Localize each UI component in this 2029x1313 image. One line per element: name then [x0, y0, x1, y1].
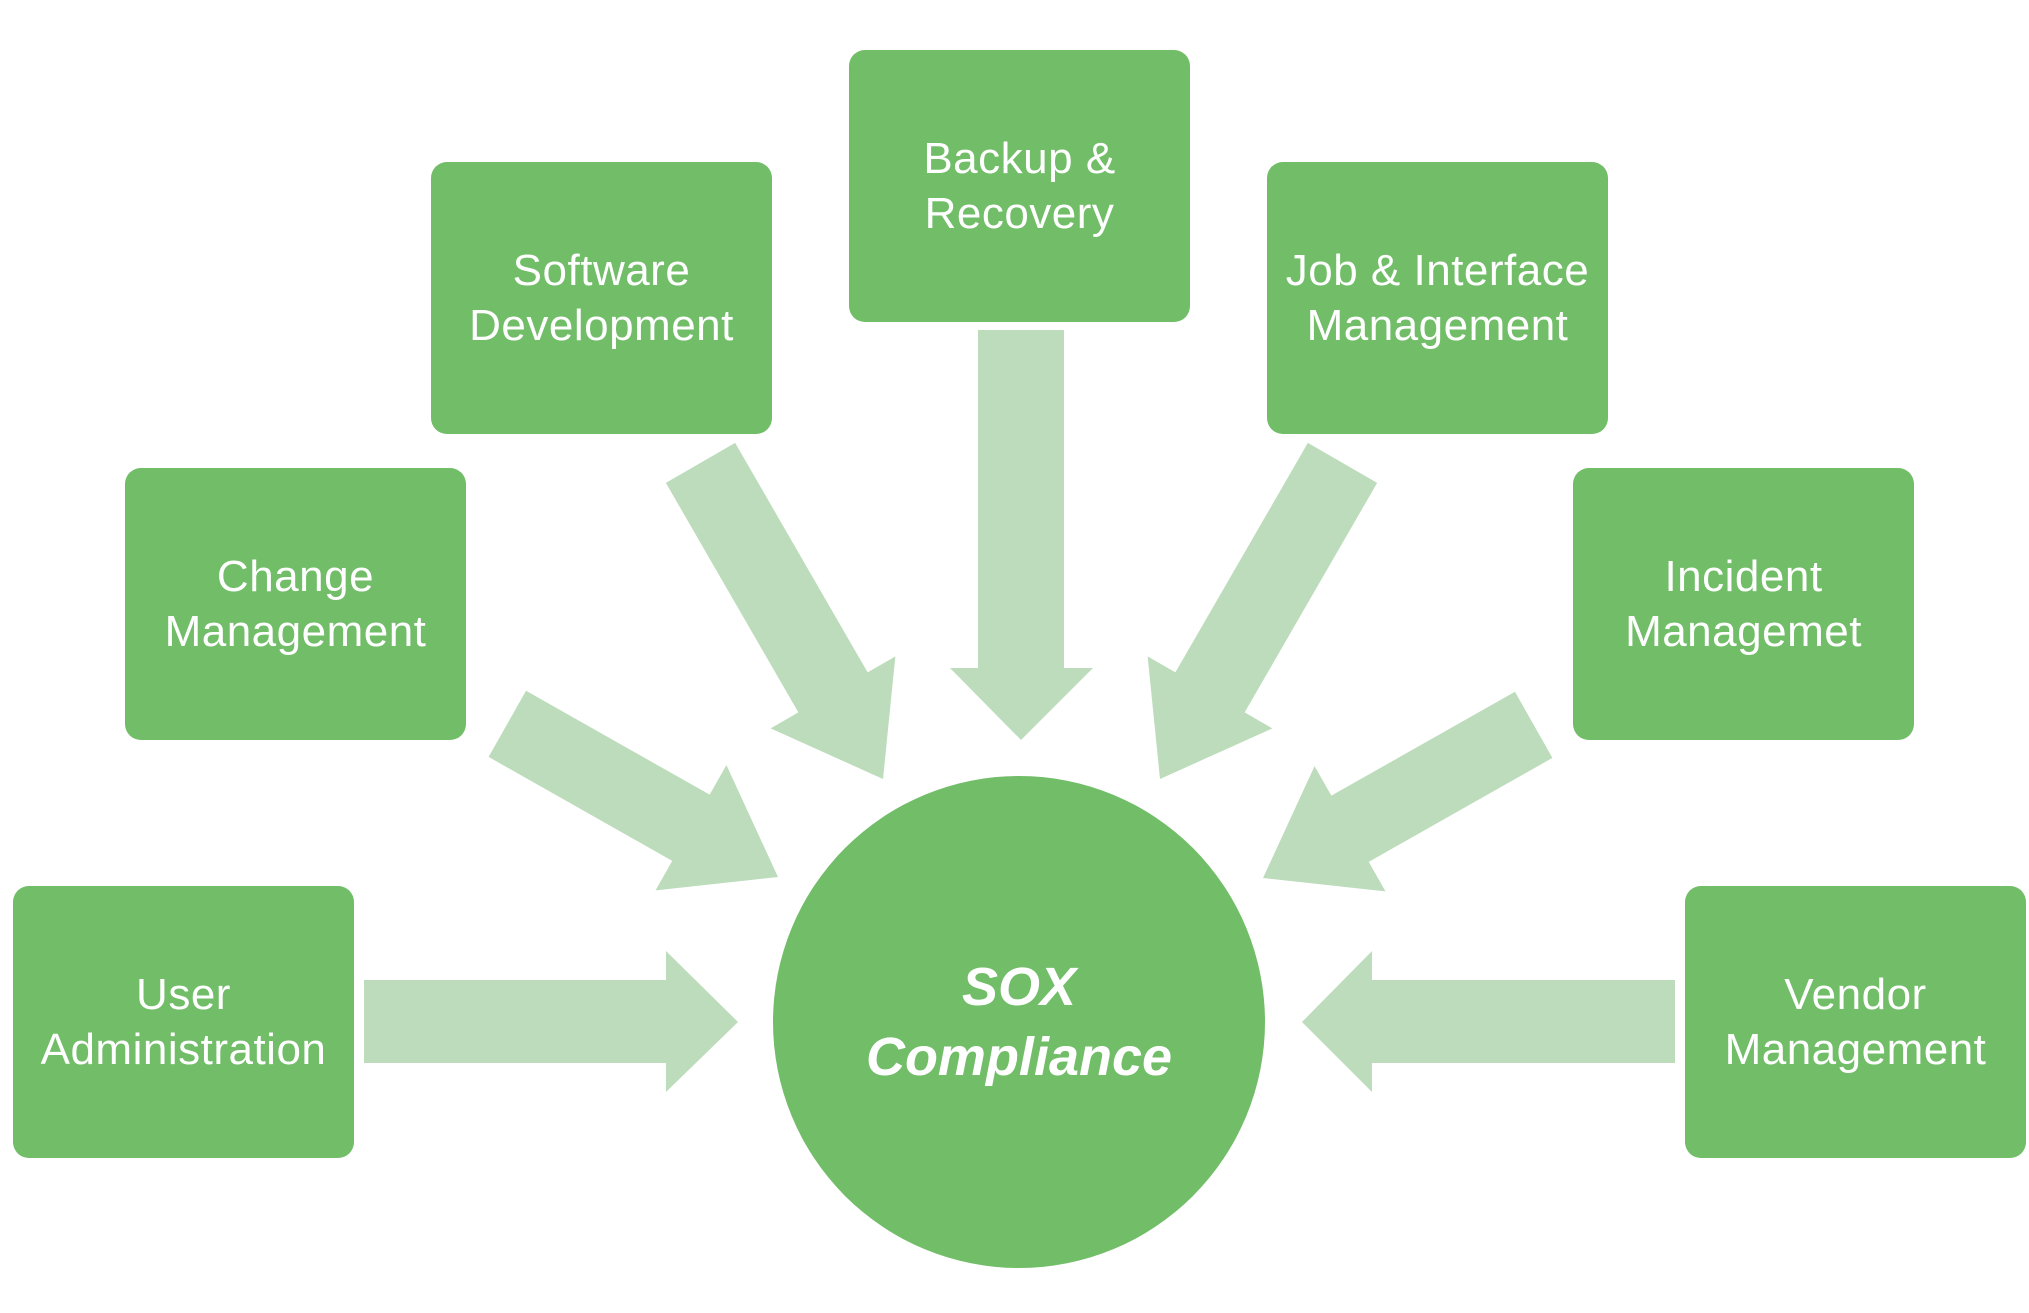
hub-label: SOX Compliance — [865, 957, 1173, 1087]
node-backup-recovery: Backup & Recovery — [849, 50, 1190, 322]
node-vendor-management: Vendor Management — [1685, 886, 2026, 1158]
node-label: Vendor Management — [1724, 970, 1987, 1074]
arrow-change-management — [488, 690, 778, 891]
arrow-user-administration — [364, 951, 738, 1092]
arrow-software-development — [665, 442, 896, 779]
node-job-interface-management: Job & Interface Management — [1267, 162, 1608, 434]
arrow-job-interface-management — [1147, 442, 1378, 779]
node-user-administration: User Administration — [13, 886, 354, 1158]
hub-sox-compliance: SOX Compliance — [773, 776, 1265, 1268]
node-change-management: Change Management — [125, 468, 466, 740]
node-incident-managemet: Incident Managemet — [1573, 468, 1914, 740]
arrow-incident-managemet — [1263, 691, 1553, 892]
arrow-vendor-management — [1302, 951, 1675, 1092]
arrow-backup-recovery — [950, 330, 1093, 740]
node-label: Incident Managemet — [1625, 552, 1862, 656]
node-label: Job & Interface Management — [1285, 246, 1590, 350]
node-label: Change Management — [164, 552, 427, 656]
node-software-development: Software Development — [431, 162, 772, 434]
node-label: Software Development — [469, 246, 734, 350]
node-label: Backup & Recovery — [923, 134, 1116, 238]
node-label: User Administration — [40, 970, 327, 1074]
